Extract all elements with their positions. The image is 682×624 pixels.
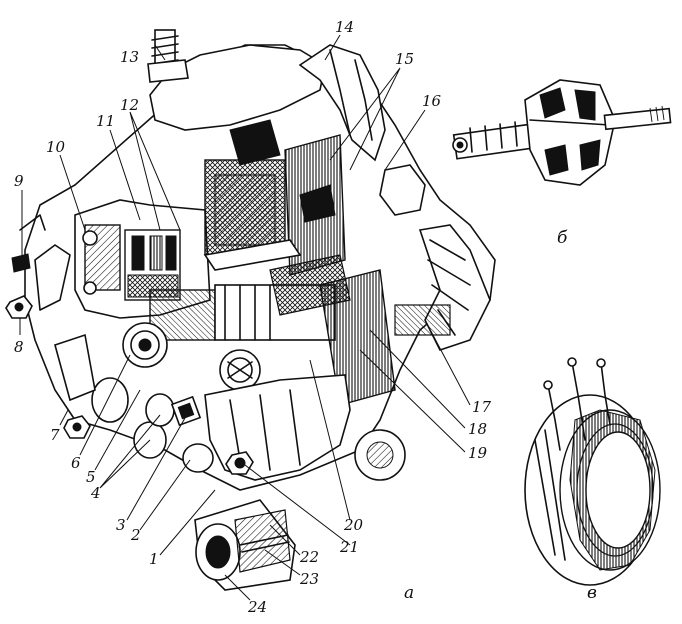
- alternator-main-view: [5, 29, 496, 591]
- callout-10: 10: [46, 138, 66, 156]
- callout-22: 22: [299, 548, 319, 566]
- callout-labels: 1 2 3 4 5 6 7 8 9 10 11 12 13 14 15 16 1…: [14, 18, 492, 616]
- callout-6: 6: [71, 454, 81, 472]
- callout-17: 17: [472, 398, 492, 416]
- callout-13: 13: [120, 48, 139, 66]
- caption-b: б: [557, 228, 568, 248]
- terminal-nut-left: [5, 295, 33, 319]
- leader-lines: [19, 34, 471, 601]
- callout-3: 3: [116, 516, 126, 534]
- callout-24: 24: [247, 598, 267, 616]
- bearing-detail: [194, 499, 296, 591]
- callout-7: 7: [50, 426, 60, 444]
- callout-15: 15: [395, 50, 414, 68]
- callout-18: 18: [468, 420, 487, 438]
- callout-4: 4: [90, 484, 101, 502]
- caption-v: в: [587, 583, 597, 603]
- tie-bolt: [225, 451, 254, 475]
- callout-12: 12: [120, 96, 139, 114]
- callout-1: 1: [149, 550, 159, 568]
- callout-9: 9: [14, 172, 24, 190]
- callout-20: 20: [343, 516, 364, 534]
- callout-2: 2: [130, 526, 141, 544]
- pulley-nut: [379, 164, 426, 216]
- rotor-view: [452, 79, 672, 186]
- diode-bolt: [63, 415, 91, 439]
- callout-14: 14: [335, 18, 354, 36]
- callout-16: 16: [422, 92, 442, 110]
- callout-21: 21: [339, 538, 359, 556]
- callout-19: 19: [468, 444, 488, 462]
- callout-5: 5: [86, 468, 96, 486]
- callout-11: 11: [96, 112, 115, 130]
- callout-23: 23: [299, 570, 319, 588]
- stator-view: [524, 357, 661, 586]
- callout-8: 8: [14, 338, 24, 356]
- caption-a: а: [404, 583, 414, 603]
